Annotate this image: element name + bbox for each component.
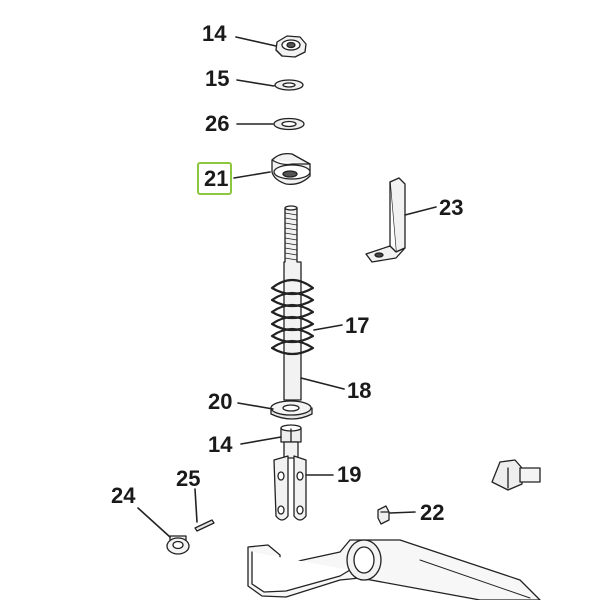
callout-17[interactable]: 17 xyxy=(345,313,370,338)
callout-22[interactable]: 22 xyxy=(420,500,445,525)
part-24-clevis-pin[interactable] xyxy=(166,535,190,555)
leader-lines xyxy=(137,36,437,538)
callout-20[interactable]: 20 xyxy=(208,389,233,414)
callout-24[interactable]: 24 xyxy=(111,483,136,508)
part-20-washer[interactable] xyxy=(270,400,313,420)
callout-23[interactable]: 23 xyxy=(439,195,464,220)
part-23-bracket[interactable] xyxy=(365,177,406,263)
part-25-pin[interactable] xyxy=(194,519,215,532)
part-14-lower-nut[interactable] xyxy=(280,424,302,443)
callout-14-top[interactable]: 14 xyxy=(202,21,227,46)
callout-21[interactable]: 21 xyxy=(204,166,229,191)
part-19-clevis[interactable] xyxy=(273,441,307,521)
part-15-lock-washer[interactable] xyxy=(274,79,304,91)
part-22-fitting[interactable] xyxy=(377,505,390,525)
part-26-flat-washer[interactable] xyxy=(273,117,305,131)
right-edge-bolt xyxy=(491,459,541,491)
callout-15[interactable]: 15 xyxy=(205,66,230,91)
callout-19[interactable]: 19 xyxy=(337,462,362,487)
lower-frame xyxy=(247,539,541,600)
callout-18[interactable]: 18 xyxy=(347,378,372,403)
part-18-rod[interactable] xyxy=(283,205,302,401)
part-14-hex-nut[interactable] xyxy=(275,35,307,58)
selected-part-highlight xyxy=(197,162,232,195)
callout-26[interactable]: 26 xyxy=(205,111,230,136)
callout-25[interactable]: 25 xyxy=(176,466,201,491)
part-17-spring[interactable] xyxy=(270,278,315,356)
part-21-bushing[interactable] xyxy=(271,152,311,185)
callout-14-bottom[interactable]: 14 xyxy=(208,432,233,457)
